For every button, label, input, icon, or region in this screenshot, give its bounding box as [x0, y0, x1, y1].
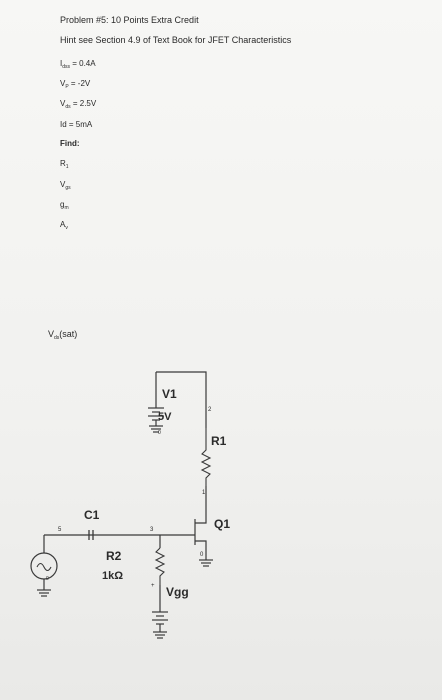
find-label: Find:	[60, 139, 80, 148]
problem-hint: Hint see Section 4.9 of Text Book for JF…	[60, 35, 292, 45]
r1-resistor-icon	[200, 428, 212, 486]
vgg-plus-mark: +	[151, 583, 155, 589]
c1-capacitor-icon	[88, 530, 94, 540]
wire-top	[156, 371, 207, 428]
r2-resistor-icon	[154, 547, 166, 585]
r2-name: R2	[106, 549, 122, 563]
v1-battery-icon	[148, 407, 164, 426]
node-label-0-src: 0	[46, 576, 49, 582]
node-label-1: 1	[202, 490, 206, 496]
vds-sat-label: Vds(sat)	[48, 329, 78, 341]
node-label-2: 2	[208, 407, 212, 413]
vgg-name: Vgg	[166, 585, 189, 599]
given-id: Id = 5mA	[60, 120, 93, 129]
find-av: Av	[60, 220, 68, 231]
v1-ground-icon	[149, 425, 163, 433]
given-idss: Idss = 0.4A	[60, 59, 96, 70]
q1-jfet-icon	[160, 515, 207, 560]
q1-name: Q1	[214, 517, 230, 531]
node-label-0-q1: 0	[200, 552, 204, 558]
q1-ground-icon	[199, 559, 213, 567]
ac-source-icon	[30, 552, 58, 580]
node-label-3: 3	[150, 527, 154, 533]
given-vds: Vds = 2.5V	[60, 99, 97, 110]
vgg-ground-icon	[153, 631, 167, 639]
given-vp: VP = -2V	[60, 79, 91, 90]
c1-name: C1	[84, 508, 100, 522]
source-ground-icon	[37, 589, 51, 597]
find-gm: gm	[60, 200, 69, 211]
v1-value: 5V	[158, 411, 172, 423]
vgg-battery-icon	[152, 611, 168, 632]
node-label-0-v1: 0	[158, 430, 161, 436]
find-r1: R1	[60, 159, 69, 170]
v1-name: V1	[162, 387, 177, 401]
r1-name: R1	[211, 434, 227, 448]
problem-title: Problem #5: 10 Points Extra Credit	[60, 15, 199, 25]
r2-value: 1kΩ	[102, 570, 123, 582]
find-vgs: Vgs	[60, 180, 71, 191]
node-label-5: 5	[58, 527, 62, 533]
